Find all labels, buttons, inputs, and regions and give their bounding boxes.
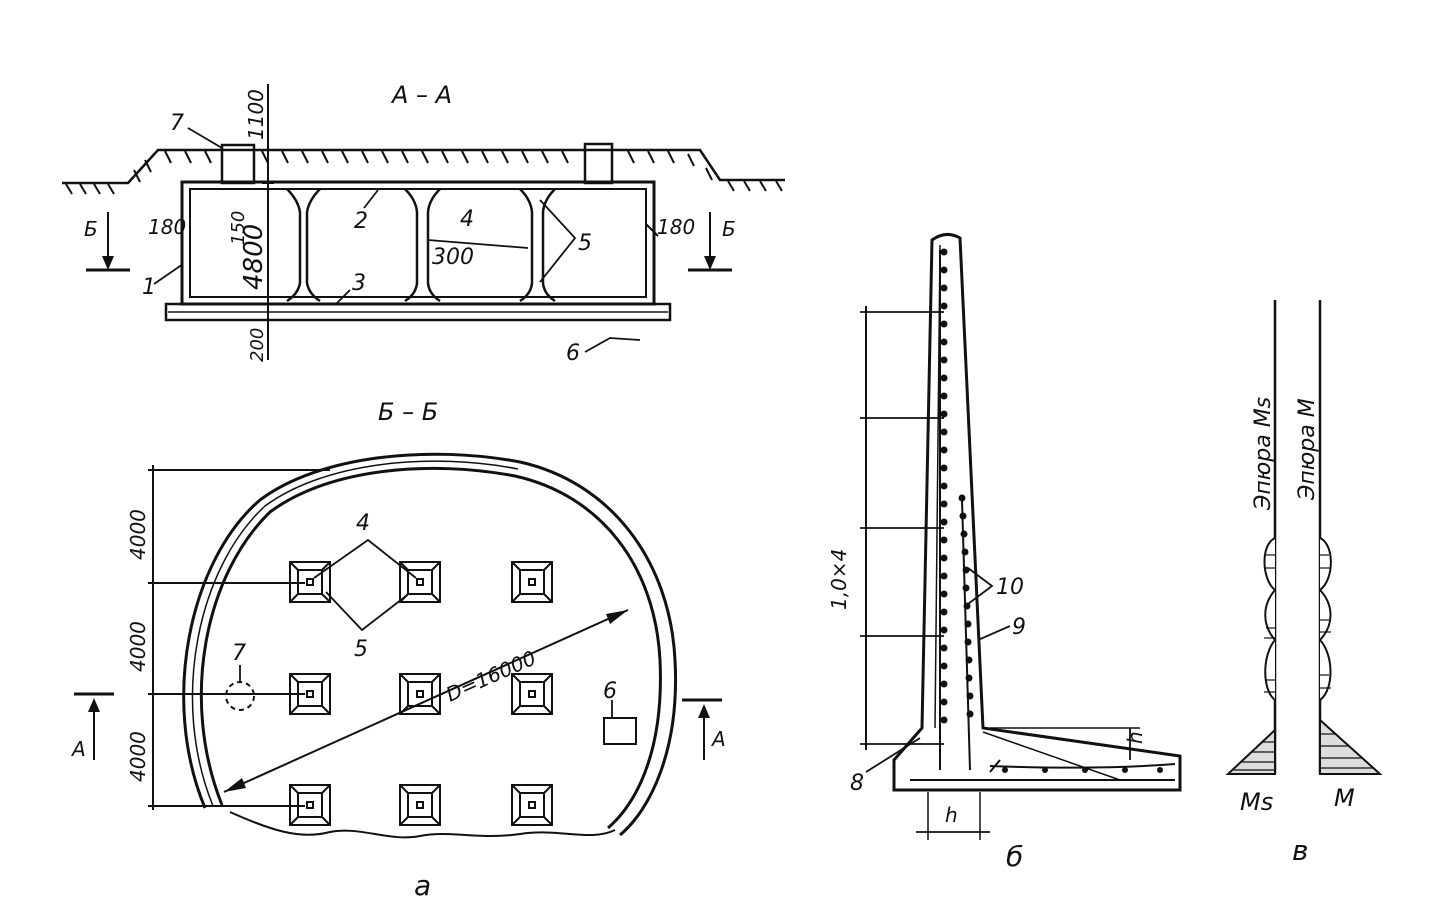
ground-line: [62, 148, 785, 185]
dim-wall-right: 180: [657, 215, 695, 239]
callout-8: 8: [850, 771, 864, 796]
leader-3-aa: [335, 289, 351, 305]
callout-5-plan: 5: [354, 637, 368, 662]
callout-7-aa: 7: [170, 111, 184, 136]
hatch-7-plan: [225, 681, 255, 711]
axis-m-label: M: [1334, 784, 1355, 812]
ground-hatch: [65, 150, 783, 195]
rebar-second: [961, 499, 971, 771]
section-mark-right: Б: [688, 212, 736, 272]
m-triangle: [1319, 717, 1383, 775]
dim-top: 1100: [244, 89, 268, 140]
section-mark-right-label: Б: [722, 217, 736, 241]
dim-column: 300: [432, 245, 474, 270]
tank-ring-inner: [199, 466, 662, 830]
leader-5-plan: [325, 591, 407, 632]
callout-2-aa: 2: [354, 209, 368, 234]
base-rebar: [910, 759, 1176, 781]
leader-9: [977, 625, 1011, 641]
callout-4-aa: 4: [460, 207, 474, 232]
column-caps: [289, 561, 553, 826]
label-m-diagram: Эпюра M: [1295, 398, 1320, 501]
callout-6-aa: 6: [566, 341, 580, 366]
leader-1-aa: [153, 263, 184, 285]
m-triangle-hatch: [1320, 733, 1374, 769]
plan-dim-2: 4000: [126, 621, 150, 672]
dim-height: 4800: [239, 224, 269, 290]
tank-inner: [189, 188, 647, 298]
plan-bb: Б – Б 4000 4000 4000 4 5: [70, 398, 726, 902]
callout-5-aa: 5: [578, 231, 592, 256]
wall-panel: 1,0×4 h h 8 9 10 б: [827, 233, 1182, 873]
moment-diagrams: Эпюра Ms Эпюра M Ms M в: [1225, 300, 1383, 867]
ms-wave-hatch: [1264, 554, 1275, 693]
ms-waves: [1263, 537, 1277, 701]
m-waves: [1318, 537, 1332, 701]
leader-8: [865, 737, 921, 773]
wall-outline: [892, 233, 1182, 792]
plan-dim-1: 4000: [126, 509, 150, 560]
callout-6-plan: 6: [603, 679, 617, 704]
section-aa-title: А – А: [390, 81, 452, 109]
base-slab: [164, 302, 672, 322]
callout-10: 10: [996, 575, 1024, 600]
tank-ring-outer: [182, 452, 678, 837]
leader-6-aa: [584, 337, 641, 353]
diameter-label: D=16000: [442, 646, 539, 707]
panel-dim-pitch: 1,0×4: [827, 549, 851, 610]
section-aa: А – А: [62, 81, 785, 366]
callout-4-plan: 4: [356, 511, 370, 536]
tank-ring-mid: [191, 460, 519, 807]
leader-4-plan: [313, 538, 417, 579]
leader-5-aa: [539, 199, 577, 283]
columns: [286, 188, 556, 303]
h-dim-vertical: h: [1123, 731, 1147, 744]
ms-triangle-hatch: [1234, 741, 1275, 771]
m-wave-hatch: [1320, 554, 1331, 689]
panel-label-a: а: [414, 869, 431, 902]
panel-dim-ext: [860, 311, 944, 745]
callout-7-plan: 7: [232, 641, 246, 666]
panel-label-b: б: [1006, 840, 1023, 873]
break-line: [229, 811, 616, 839]
label-ms-diagram: Эпюра Ms: [1251, 397, 1276, 511]
leader-7-aa: [187, 127, 223, 149]
callout-3-aa: 3: [352, 271, 366, 296]
plan-section-mark-left-label: А: [70, 737, 86, 761]
callout-9: 9: [1012, 615, 1026, 640]
dim-wall-left: 180: [148, 215, 186, 239]
leader-10: [967, 567, 994, 605]
wall-right-tick: [645, 223, 659, 237]
dim-bottom: 200: [247, 328, 268, 362]
base-rebar-dots: [1002, 767, 1163, 773]
plan-section-mark-right-label: А: [710, 727, 726, 751]
section-mark-left-label: Б: [84, 217, 98, 241]
plan-dim-3: 4000: [126, 731, 150, 782]
panel-label-v: в: [1292, 834, 1309, 867]
plan-bb-title: Б – Б: [378, 398, 438, 426]
plan-section-mark-right: А: [682, 698, 726, 760]
axis-ms-label: Ms: [1240, 788, 1273, 816]
diameter-line: [223, 609, 629, 793]
leader-4-aa: [427, 239, 529, 249]
section-mark-left: Б: [84, 212, 130, 272]
h-dim-horizontal: h: [945, 803, 958, 827]
leader-2-aa: [363, 189, 379, 209]
item-6-plan: [603, 717, 637, 745]
haunch-line: [982, 731, 1121, 781]
dim-slab: 150: [228, 211, 249, 245]
rebar-dots: [940, 248, 974, 724]
plan-section-mark-left: А: [70, 692, 114, 761]
callout-1-aa: 1: [142, 275, 156, 300]
